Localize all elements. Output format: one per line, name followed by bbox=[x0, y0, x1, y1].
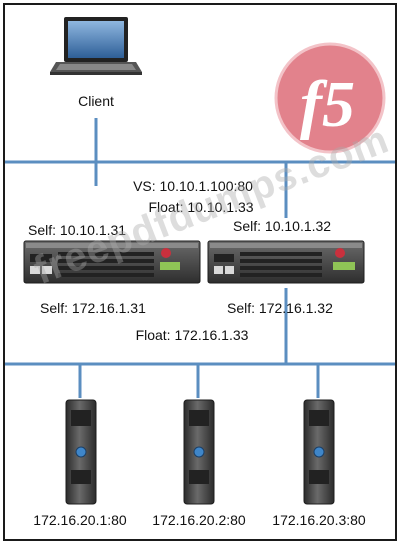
load-balancer-2-icon bbox=[207, 240, 365, 284]
server-3-icon bbox=[303, 399, 335, 505]
load-balancer-1-icon bbox=[23, 240, 201, 284]
server-1-icon bbox=[65, 399, 97, 505]
server-2-icon bbox=[183, 399, 215, 505]
lb1-external-self-label: Self: 10.10.1.31 bbox=[28, 222, 127, 238]
lb1-internal-self-label: Self: 172.16.1.31 bbox=[40, 300, 146, 316]
virtual-server-label: VS: 10.10.1.100:80 bbox=[133, 178, 253, 194]
lb2-internal-self-label: Self: 172.16.1.32 bbox=[227, 300, 333, 316]
server-2-label: 172.16.20.2:80 bbox=[152, 512, 246, 528]
server-3-label: 172.16.20.3:80 bbox=[272, 512, 366, 528]
svg-text:f5: f5 bbox=[300, 68, 355, 141]
laptop-icon bbox=[50, 17, 142, 75]
external-float-label: Float: 10.10.1.33 bbox=[148, 199, 254, 215]
f5-logo-icon: f5 bbox=[274, 42, 386, 154]
internal-float-label: Float: 172.16.1.33 bbox=[135, 327, 249, 343]
network-links bbox=[5, 118, 395, 398]
lb2-external-self-label: Self: 10.10.1.32 bbox=[233, 218, 332, 234]
diagram-border bbox=[3, 3, 397, 541]
client-label: Client bbox=[78, 93, 114, 109]
server-1-label: 172.16.20.1:80 bbox=[33, 512, 127, 528]
